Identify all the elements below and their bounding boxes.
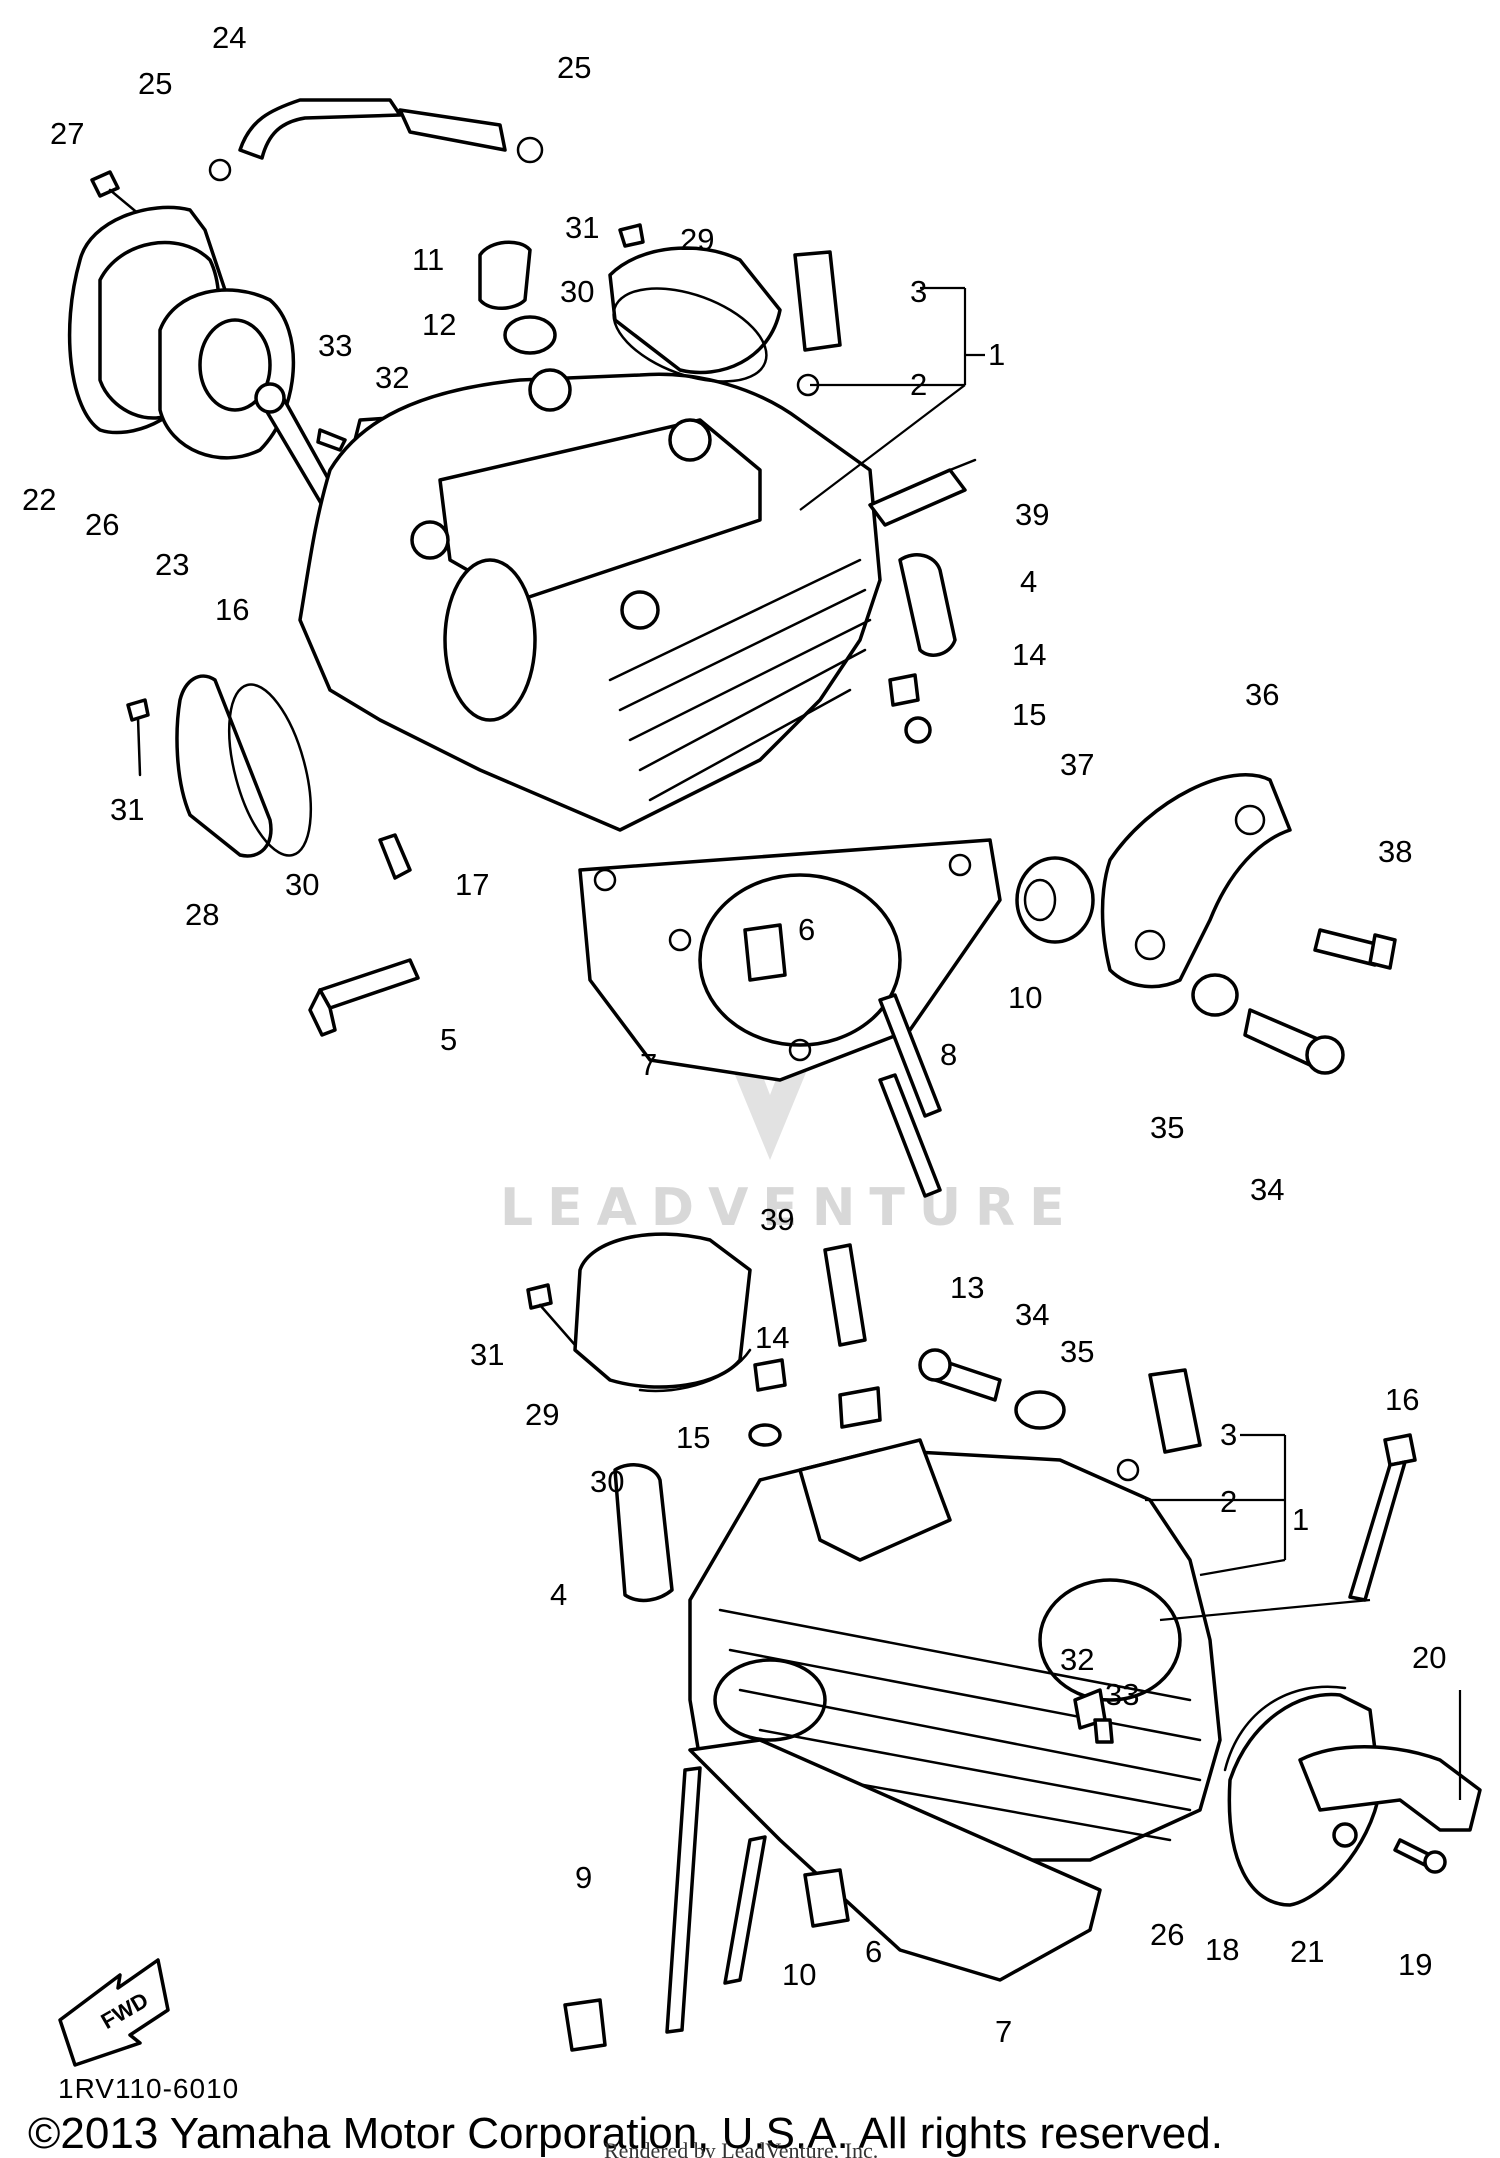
callout-8: 8 — [940, 1037, 957, 1072]
callout-23: 23 — [155, 547, 189, 582]
callout-36: 36 — [1245, 677, 1279, 712]
callout-31: 31 — [470, 1337, 504, 1372]
leader-lines — [799, 286, 1462, 1800]
callout-24: 24 — [212, 20, 246, 55]
callout-6: 6 — [798, 912, 815, 947]
callout-25: 25 — [138, 66, 172, 101]
callout-28: 28 — [185, 897, 219, 932]
callout-11: 11 — [412, 242, 444, 277]
callout-16: 16 — [215, 592, 249, 627]
callout-17: 17 — [455, 867, 489, 902]
callout-33: 33 — [318, 328, 352, 363]
callout-31: 31 — [110, 792, 144, 827]
callout-34: 34 — [1015, 1297, 1049, 1332]
callout-3: 3 — [1220, 1417, 1237, 1452]
callout-31: 31 — [565, 210, 599, 245]
callout-29: 29 — [680, 222, 714, 257]
diagram-code: 1RV110-6010 — [58, 2073, 239, 2104]
callout-1: 1 — [1292, 1502, 1309, 1537]
callout-35: 35 — [1150, 1110, 1184, 1145]
callout-4: 4 — [1020, 564, 1037, 599]
callout-2: 2 — [1220, 1484, 1237, 1519]
callout-12: 12 — [422, 307, 456, 342]
callout-37: 37 — [1060, 747, 1094, 782]
lower-cylinder-head-assembly: FWD — [58, 1232, 1482, 2067]
callout-14: 14 — [755, 1320, 789, 1355]
callout-20: 20 — [1412, 1640, 1446, 1675]
callout-18: 18 — [1205, 1932, 1239, 1967]
callout-26: 26 — [1150, 1917, 1184, 1952]
callout-29: 29 — [525, 1397, 559, 1432]
callout-15: 15 — [676, 1420, 710, 1455]
callout-13: 13 — [950, 1270, 984, 1305]
copyright-notice: ©2013 Yamaha Motor Corporation, U.S.A. A… — [28, 2109, 1223, 2158]
callout-35: 35 — [1060, 1334, 1094, 1369]
callout-39: 39 — [1015, 497, 1049, 532]
callout-4: 4 — [550, 1577, 567, 1612]
callout-5: 5 — [440, 1022, 457, 1057]
callout-33: 33 — [1105, 1677, 1139, 1712]
callout-1: 1 — [988, 337, 1005, 372]
callout-26: 26 — [85, 507, 119, 542]
callout-30: 30 — [560, 274, 594, 309]
callout-9: 9 — [575, 1860, 592, 1895]
callout-7: 7 — [640, 1047, 657, 1082]
callout-7: 7 — [995, 2014, 1012, 2049]
lower-callouts: 39 13 34 35 3 31 14 29 15 2 1 16 30 4 20… — [470, 1202, 1446, 2049]
callout-38: 38 — [1378, 834, 1412, 869]
callout-16: 16 — [1385, 1382, 1419, 1417]
callout-32: 32 — [375, 360, 409, 395]
callout-14: 14 — [1012, 637, 1046, 672]
callout-30: 30 — [285, 867, 319, 902]
callout-39: 39 — [760, 1202, 794, 1237]
callout-10: 10 — [1008, 980, 1042, 1015]
rendered-by-notice: Rendered by LeadVenture, Inc. — [604, 2138, 878, 2158]
callout-34: 34 — [1250, 1172, 1284, 1207]
callout-3: 3 — [910, 274, 927, 309]
callout-25: 25 — [557, 50, 591, 85]
callout-21: 21 — [1290, 1934, 1324, 1969]
upper-callouts: 24 25 25 27 31 29 3 30 11 12 2 1 33 32 2… — [22, 20, 1412, 1207]
callout-2: 2 — [910, 367, 927, 402]
callout-30: 30 — [590, 1464, 624, 1499]
callout-22: 22 — [22, 482, 56, 517]
callout-6: 6 — [865, 1934, 882, 1969]
callout-27: 27 — [50, 116, 84, 151]
callout-19: 19 — [1398, 1947, 1432, 1982]
upper-cylinder-head-assembly — [67, 98, 1397, 1198]
callout-32: 32 — [1060, 1642, 1094, 1677]
callout-15: 15 — [1012, 697, 1046, 732]
callout-10: 10 — [782, 1957, 816, 1992]
watermark-text: LEADVENTURE — [500, 1178, 1079, 1238]
